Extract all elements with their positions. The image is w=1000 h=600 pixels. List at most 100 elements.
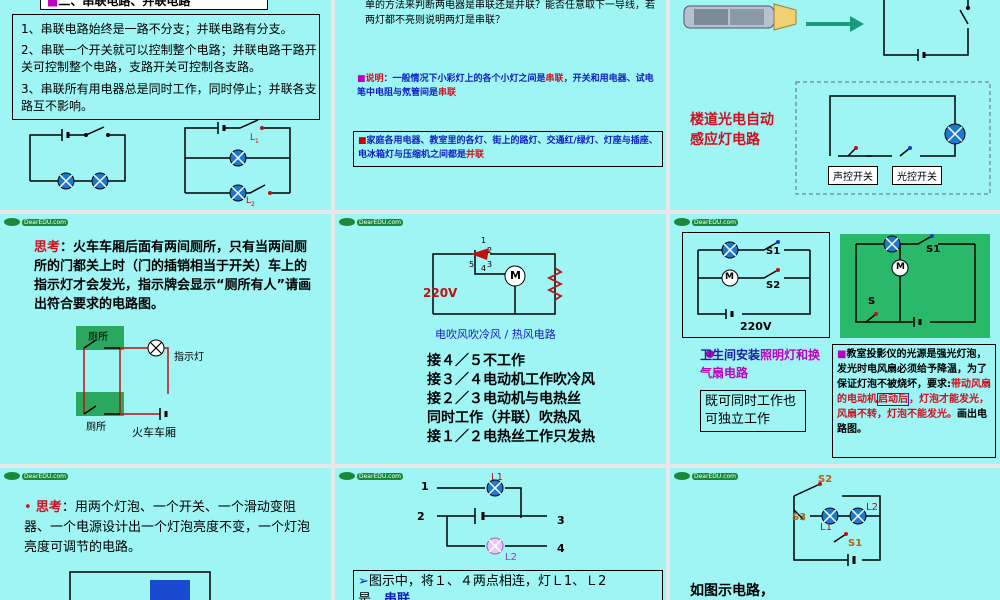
slide-4-question-text: ：火车车厢后面有两间厕所，只有当两间厕所的门都关上时（门的插销相当于开关）车上的… bbox=[34, 240, 312, 312]
slide-6-bath-b: 照明灯和换气扇电路 bbox=[700, 348, 821, 380]
slide-6-projector-box: ■教室投影仪的光源是强光灯泡，发光时电风扇必须给予降温，为了保证灯泡不被烧坏，要… bbox=[832, 344, 996, 458]
slide-1-p3: 3、串联所有用电器总是同时工作，同时停止；并联各支路互不影响。 bbox=[21, 82, 317, 113]
logo-text: DearEDU.com bbox=[357, 472, 403, 480]
slide-6-logo: DearEDU.com bbox=[674, 218, 738, 226]
slide-8-l1: L1 bbox=[491, 472, 503, 483]
slide-8-n4: 4 bbox=[557, 542, 565, 555]
slide-1-text-box: 1、串联电路始终是一路不分支；并联电路有分支。 2、串联一个开关就可以控制整个电… bbox=[12, 14, 320, 120]
slide-3-light-switch-label: 光控开关 bbox=[892, 166, 942, 185]
slide-1-l2-label: L2 bbox=[246, 196, 255, 208]
slide-7-question-text: ：用两个灯泡、一个开关、一个滑动变阻器、一个电源设计出一个灯泡亮度不变，一个灯泡… bbox=[24, 500, 311, 555]
slide-9-s2: S2 bbox=[818, 474, 833, 485]
slide-9-s3: S3 bbox=[792, 512, 807, 523]
slide-2-note-mid: 串联 bbox=[545, 74, 564, 84]
slide-6-sb: S bbox=[868, 296, 876, 307]
slide-9-text: 如图示电路， bbox=[690, 583, 774, 599]
slide-5-circuit bbox=[432, 248, 564, 315]
slide-7-think: 思考 bbox=[35, 500, 62, 515]
logo-text: DearEDU.com bbox=[692, 218, 738, 226]
slide-8-text-box: ➢图示中，将１、４两点相连，灯Ｌ1、Ｌ2 是 串联 bbox=[353, 570, 663, 600]
slide-7[interactable]: DearEDU.com • 思考：用两个灯泡、一个开关、一个滑动变阻器、一个电源… bbox=[0, 468, 331, 600]
slide-8[interactable]: DearEDU.com 1 2 3 4 L1 L2 ➢图示中，将１、４两点相连，… bbox=[335, 468, 666, 600]
slide-2[interactable]: 单的方法来判断两电器是串联还是并联？能否任意取下一导线，若两灯都不亮则说明两灯是… bbox=[335, 0, 666, 210]
slide-5-n1: 1 bbox=[481, 236, 487, 245]
slide-8-t3: 串联 bbox=[384, 592, 411, 600]
slide-1-l1-letter: L bbox=[250, 133, 256, 143]
slide-5-caption: 电吹风吹冷风 / 热风电路 bbox=[435, 328, 556, 341]
slide-1-p2: 2、串联一个开关就可以控制整个电路；并联电路干路开关可控制整个电路，支路开关可控… bbox=[21, 43, 317, 74]
slide-6-bath-box-text: 既可同时工作也可独立工作 bbox=[705, 394, 797, 427]
slide-3-circuits bbox=[683, 0, 991, 195]
slide-5-line: 接１／２电热丝工作只发热 bbox=[427, 429, 595, 445]
slide-6-proj-d: ，灯泡才能发光，风扇不转，灯泡不能发光。 bbox=[837, 394, 989, 420]
slide-5-line: 接２／３电动机与电热丝 bbox=[427, 391, 581, 407]
slide-2-note: ■说明：一般情况下小彩灯上的各个小灯之间是串联，开关和用电器、试电笔中电阻与氖管… bbox=[357, 74, 654, 98]
slide-2-note-text2: ，开关和用电器、试电笔中电阻与氖管间是 bbox=[357, 74, 654, 98]
logo-icon bbox=[4, 218, 20, 226]
slide-2-note-text: ：一般情况下小彩灯上的各个小灯之间是 bbox=[383, 74, 546, 84]
slide-4-wc2-label: 厕所 bbox=[86, 422, 106, 433]
slide-2-top-text: 单的方法来判断两电器是串联还是并联？能否任意取下一导线，若两灯都不亮则说明两灯是… bbox=[365, 0, 655, 26]
slide-1-l1-label: L1 bbox=[250, 133, 259, 145]
slide-5-n4: 4 bbox=[481, 264, 487, 273]
slide-6[interactable]: DearEDU.com bbox=[670, 214, 1000, 464]
slide-3-sound-switch-label: 声控开关 bbox=[828, 166, 878, 185]
slide-4-lamp-label: 指示灯 bbox=[174, 352, 204, 363]
slide-2-note-label: 说明 bbox=[365, 74, 384, 84]
slide-6-s2: S2 bbox=[766, 280, 781, 291]
slide-2-box: ■家庭各用电器、教室里的各灯、街上的路灯、交通红/绿灯、灯座与插座、电冰箱灯与压… bbox=[353, 131, 663, 167]
slide-4-wc1-label: 厕所 bbox=[88, 332, 108, 343]
slide-2-box-end: 并联 bbox=[466, 150, 485, 160]
slide-6-bath-a: 卫生间安装 bbox=[700, 348, 761, 362]
slide-5-line: 接４／５不工作 bbox=[427, 353, 525, 369]
slide-3-caption: 楼道光电自动感应灯电路 bbox=[690, 112, 774, 148]
slide-4-train-label: 火车车厢 bbox=[132, 426, 176, 439]
slide-1[interactable]: ■二、串联电路、并联电路 1、串联电路始终是一路不分支；并联电路有分支。 2、串… bbox=[0, 0, 331, 210]
slide-5-n3: 3 bbox=[487, 260, 493, 269]
slide-6-voltage: 220V bbox=[740, 320, 772, 333]
slide-1-circuits bbox=[29, 119, 291, 202]
logo-icon bbox=[339, 472, 355, 480]
slide-6-bath-box: 既可同时工作也可独立工作 bbox=[700, 390, 806, 432]
slide-3[interactable]: 楼道光电自动感应灯电路 声控开关 光控开关 bbox=[670, 0, 1000, 210]
logo-text: DearEDU.com bbox=[22, 218, 68, 226]
slide-6-bath: 卫生间安装照明灯和换气扇电路 bbox=[700, 346, 826, 382]
slide-4-think: 思考 bbox=[34, 240, 61, 255]
slide-8-n2: 2 bbox=[417, 510, 425, 523]
slide-6-proj-b: 带动风扇的电动机 bbox=[837, 379, 991, 405]
slide-6-motor-left: M bbox=[725, 272, 734, 282]
slide-4-logo: DearEDU.com bbox=[4, 218, 68, 226]
slide-5-voltage: 220V bbox=[423, 286, 458, 300]
slide-8-l2: L2 bbox=[505, 552, 517, 563]
slide-2-note-end: 串联 bbox=[438, 88, 457, 98]
slide-5-line: 接３／４电动机工作吹冷风 bbox=[427, 372, 595, 388]
slide-6-proj-c: 启动后 bbox=[877, 393, 909, 406]
slide-9-logo: DearEDU.com bbox=[674, 472, 738, 480]
slide-4-question: 思考：火车车厢后面有两间厕所，只有当两间厕所的门都关上时（门的插销相当于开关）车… bbox=[34, 238, 314, 314]
slide-4[interactable]: DearEDU.com 思考：火车车厢后面有两间厕所，只有当两间厕所的门都关上时… bbox=[0, 214, 331, 464]
logo-text: DearEDU.com bbox=[22, 472, 68, 480]
slide-6-proj-a: 教室投影仪的光源是强光灯泡，发光时电风扇必须给予降温，为了保证灯泡不被烧坏，要求… bbox=[837, 349, 987, 390]
slide-4-circuit bbox=[76, 326, 169, 420]
slide-7-logo: DearEDU.com bbox=[4, 472, 68, 480]
slide-9[interactable]: DearEDU.com S2 S3 L1 L2 bbox=[670, 468, 1000, 600]
slide-9-l2: L2 bbox=[866, 502, 878, 513]
slide-9-circuit bbox=[793, 482, 881, 566]
slide-5-motor-label: M bbox=[510, 269, 521, 282]
slide-5-line: 同时工作（并联）吹热风 bbox=[427, 410, 581, 426]
slide-6-s1b: S1 bbox=[926, 244, 941, 255]
slide-8-t2: 是 bbox=[358, 592, 372, 600]
slide-8-n3: 3 bbox=[557, 514, 565, 527]
logo-icon bbox=[674, 472, 690, 480]
slide-1-l2-letter: L bbox=[246, 196, 252, 206]
slide-1-l1-sub: 1 bbox=[255, 137, 259, 145]
slide-9-s1: S1 bbox=[848, 538, 863, 549]
slide-6-proj-e: 画出电路图。 bbox=[837, 409, 987, 435]
logo-icon bbox=[4, 472, 20, 480]
slide-5-n2: 2 bbox=[487, 246, 493, 255]
slide-8-logo: DearEDU.com bbox=[339, 472, 403, 480]
slide-8-circuit bbox=[437, 479, 547, 555]
slide-5[interactable]: DearEDU.com M 1 2 3 4 5 220V 电吹风吹冷风 / 热风… bbox=[335, 214, 666, 464]
slide-1-l2-sub: 2 bbox=[251, 200, 255, 208]
